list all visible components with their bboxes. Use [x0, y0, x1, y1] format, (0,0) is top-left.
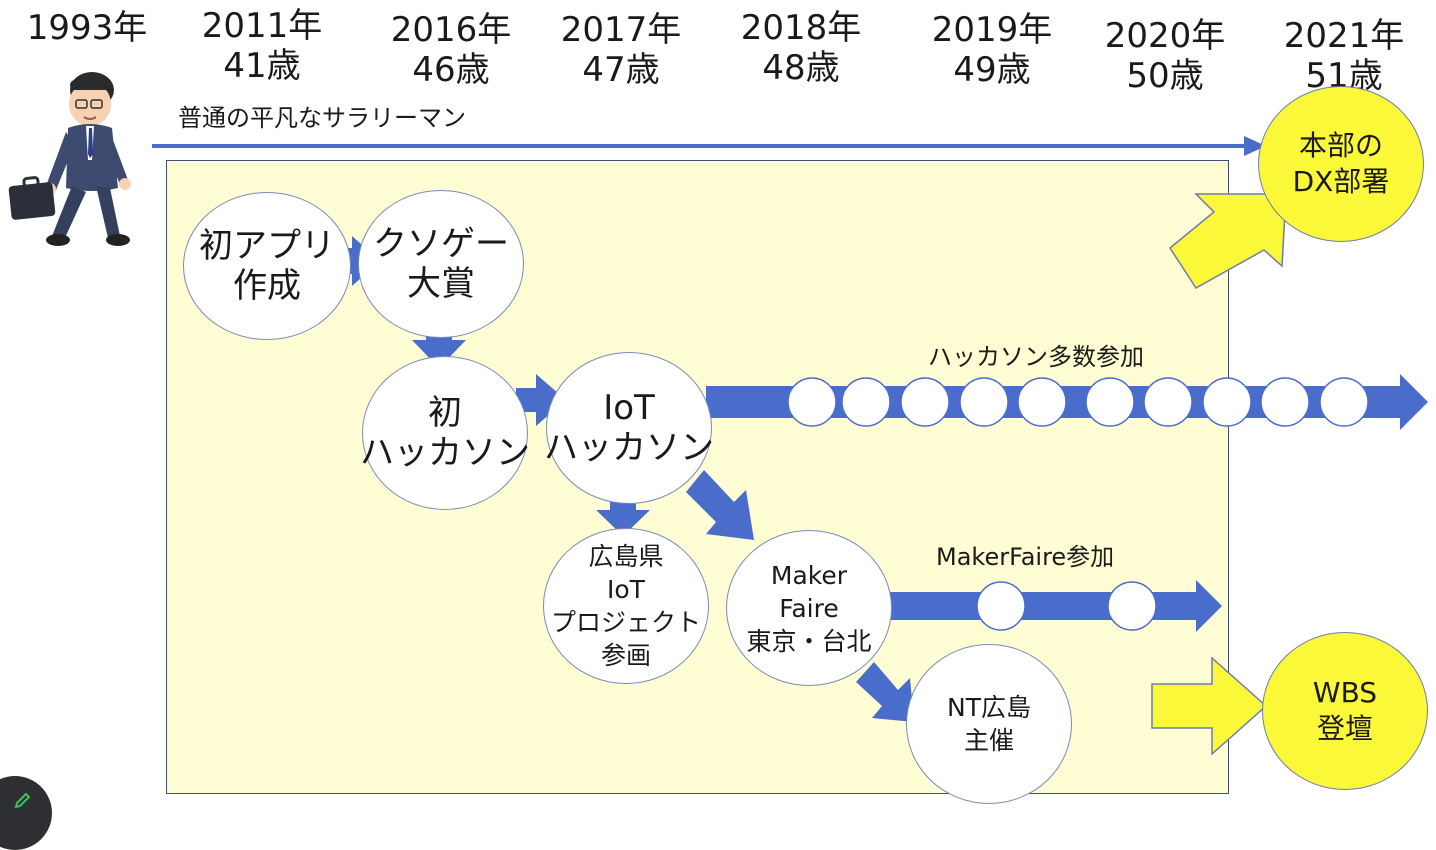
node-hiroshima-iot-project: 広島県 IoT プロジェクト 参画 [543, 528, 709, 684]
year-header-2019: 2019年 49歳 [927, 10, 1057, 90]
node-label: プロジェクト [550, 608, 701, 637]
year-label: 2017年 [560, 10, 682, 50]
year-label: 2011年 [201, 6, 323, 46]
hackathon-dot [1143, 377, 1193, 427]
age-label: 47歳 [582, 50, 660, 90]
node-first-app: 初アプリ 作成 [183, 192, 351, 340]
node-label: 大賞 [407, 264, 475, 304]
node-label: IoT [607, 575, 645, 604]
age-label: 41歳 [223, 46, 301, 86]
arrow-hackathon-to-iot [516, 374, 566, 426]
node-label: DX部署 [1292, 165, 1390, 198]
hackathon-dot [1085, 377, 1135, 427]
hackathon-many-caption: ハッカソン多数参加 [928, 343, 1144, 371]
node-hq-dx-department: 本部の DX部署 [1258, 86, 1424, 242]
diagram-arrows [152, 136, 1428, 756]
node-maker-faire: Maker Faire 東京・台北 [726, 530, 892, 686]
arrow-iot-to-hiroshima [596, 488, 650, 536]
node-label: ハッカソン [544, 428, 714, 468]
arrow-kusoge-to-hackathon [412, 320, 466, 368]
hackathon-many-arrow [706, 374, 1428, 430]
node-label: Faire [779, 593, 839, 623]
node-label: クソゲー [373, 224, 509, 264]
year-label: 2019年 [931, 10, 1053, 50]
node-label: 登壇 [1316, 712, 1373, 745]
node-first-hackathon: 初 ハッカソン [360, 356, 530, 510]
node-label: ハッカソン [360, 433, 530, 473]
ordinary-salaryman-caption: 普通の平凡なサラリーマン [178, 104, 466, 132]
year-label: 2020年 [1104, 16, 1226, 56]
hackathon-dot [1319, 377, 1369, 427]
node-nt-hiroshima: NT広島 主催 [906, 644, 1072, 804]
arrow-iot-to-makerfaire [686, 470, 754, 540]
makerfaire-many-caption: MakerFaire参加 [936, 543, 1115, 571]
node-label: WBS [1312, 676, 1378, 709]
hackathon-dot [841, 377, 891, 427]
node-kusoge-award: クソゲー 大賞 [358, 190, 524, 338]
year-header-2021: 2021年 51歳 [1279, 16, 1409, 96]
age-label: 49歳 [953, 50, 1031, 90]
age-label: 46歳 [412, 50, 490, 90]
year-label: 2018年 [740, 8, 862, 48]
node-iot-hackathon: IoT ハッカソン [544, 352, 714, 504]
year-header-1993: 1993年 [22, 8, 152, 48]
makerfaire-dot [976, 581, 1026, 631]
hackathon-dot [1260, 377, 1310, 427]
year-label: 1993年 [26, 8, 148, 48]
ordinary-timeline-arrowhead [1244, 136, 1266, 156]
year-header-2016: 2016年 46歳 [386, 10, 516, 90]
node-label: 東京・台北 [746, 626, 872, 656]
year-header-2017: 2017年 47歳 [556, 10, 686, 90]
hackathon-dot [959, 377, 1009, 427]
makerfaire-dot [1107, 581, 1157, 631]
arrow-to-wbs [1151, 656, 1268, 756]
node-label: 初アプリ [199, 226, 335, 266]
hackathon-dot [900, 377, 950, 427]
makerfaire-many-arrow [888, 580, 1222, 632]
arrow-makerfaire-to-nt [856, 662, 914, 722]
salaryman-walking-icon [8, 72, 131, 246]
node-label: 初 [428, 393, 462, 433]
age-label: 50歳 [1126, 56, 1204, 96]
pen-icon [14, 792, 31, 808]
year-label: 2021年 [1283, 16, 1405, 56]
age-label: 48歳 [762, 48, 840, 88]
node-label: 主催 [963, 726, 1014, 755]
node-label: IoT [603, 388, 655, 428]
node-label: 本部の [1298, 129, 1383, 162]
arrow-to-hq-dx [1169, 193, 1287, 289]
hackathon-dot [787, 377, 837, 427]
hackathon-dot [1017, 377, 1067, 427]
year-header-2020: 2020年 50歳 [1100, 16, 1230, 96]
year-label: 2016年 [390, 10, 512, 50]
node-label: NT広島 [947, 693, 1031, 722]
hackathon-dot [1202, 377, 1252, 427]
year-header-2018: 2018年 48歳 [736, 8, 866, 88]
node-label: Maker [770, 560, 848, 590]
node-wbs-appearance: WBS 登壇 [1262, 632, 1428, 790]
node-label: 広島県 [588, 542, 664, 571]
node-label: 参画 [600, 641, 651, 670]
year-header-2011: 2011年 41歳 [197, 6, 327, 86]
node-label: 作成 [233, 266, 301, 306]
